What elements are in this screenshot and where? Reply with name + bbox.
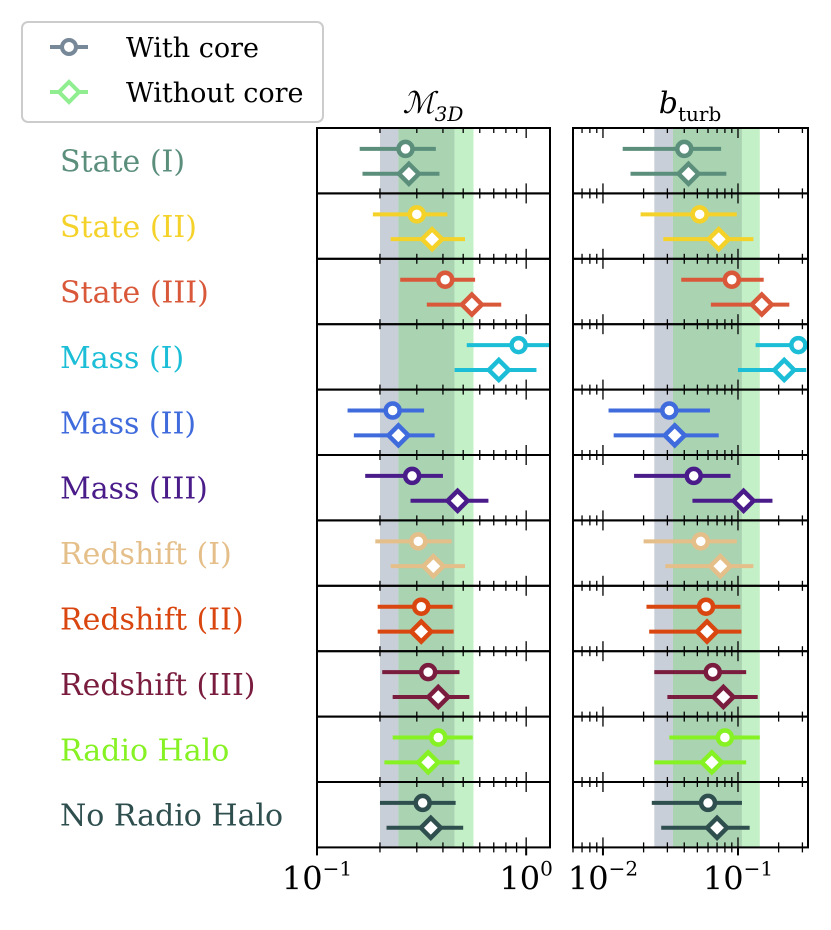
x-tick-label: 100 <box>499 856 552 897</box>
point-without-core <box>458 291 486 318</box>
legend-marker-diamond <box>56 79 82 105</box>
row-label: Mass (II) <box>60 406 196 441</box>
shaded-band <box>379 128 399 848</box>
point-without-core <box>444 487 471 514</box>
point-with-core <box>396 139 415 159</box>
x-tick-label-base: 10 <box>568 859 609 897</box>
point-without-core <box>710 683 737 711</box>
point-without-core <box>425 683 452 711</box>
point-without-core <box>748 291 775 318</box>
row-label: Mass (I) <box>60 341 184 376</box>
shaded-band <box>398 128 455 848</box>
panel-plot-area <box>347 128 550 848</box>
point-with-core <box>722 270 742 289</box>
point-with-core <box>409 532 428 551</box>
legend-marker-circle <box>60 38 78 56</box>
point-without-core <box>417 814 444 841</box>
point-with-core <box>789 335 808 355</box>
x-tick-label-exp: −1 <box>323 856 352 880</box>
panel-title-mach-base: ℳ <box>403 86 439 121</box>
point-without-core <box>705 225 732 253</box>
legend-entry-with-core: With core <box>50 33 259 64</box>
point-without-core <box>675 160 702 187</box>
legend-frame <box>21 21 324 123</box>
x-tick-label-base: 10 <box>282 859 323 897</box>
panel-title-mach: ℳ3D <box>403 86 464 126</box>
row-label: State (I) <box>60 145 185 180</box>
x-tick-label-base: 10 <box>703 859 744 897</box>
point-with-core <box>435 270 455 289</box>
legend-label-with-core: With core <box>126 33 259 64</box>
point-without-core <box>730 487 757 514</box>
x-tick-label-exp: 0 <box>540 856 553 880</box>
panel-plot-area <box>608 128 808 848</box>
row-label: State (III) <box>60 276 209 311</box>
point-with-core <box>407 205 427 224</box>
point-without-core <box>395 160 423 187</box>
row-frame <box>316 781 551 849</box>
point-without-core <box>661 422 688 449</box>
row-frame <box>572 781 809 849</box>
point-with-core <box>429 728 448 747</box>
x-tick-label: 10−2 <box>568 856 638 897</box>
shaded-band <box>672 128 742 848</box>
point-with-core <box>418 662 438 682</box>
panel-title-mach-sub: 3D <box>435 102 464 126</box>
point-without-core <box>771 356 798 384</box>
row-label: Mass (III) <box>60 472 208 507</box>
legend-entry-without-core: Without core <box>50 78 304 109</box>
point-with-core <box>696 597 716 616</box>
x-tick-label-exp: −1 <box>744 856 773 880</box>
point-with-core <box>698 793 718 813</box>
point-with-core <box>660 401 679 420</box>
panel-title-bturb: bturb <box>659 86 722 126</box>
row-label: Redshift (I) <box>60 537 232 572</box>
point-without-core <box>703 814 731 841</box>
point-without-core <box>408 618 435 645</box>
point-without-core <box>418 225 446 253</box>
x-tick-label: 10−1 <box>703 856 773 897</box>
row-labels: State (I) State (II) State (III) Mass (I) Ma… <box>60 145 283 834</box>
point-without-core <box>693 618 721 645</box>
panel-title-bturb-sub: turb <box>678 102 721 126</box>
point-without-core <box>698 749 725 776</box>
x-tick-label-base: 10 <box>499 859 540 897</box>
point-with-core <box>703 662 722 682</box>
point-without-core <box>385 422 412 449</box>
point-without-core <box>420 552 447 580</box>
point-with-core <box>383 401 402 420</box>
legend-label-without-core: Without core <box>126 78 304 109</box>
legend: With core Without core <box>21 21 324 123</box>
x-tick-label-exp: −2 <box>609 856 638 880</box>
shaded-band <box>654 128 673 848</box>
row-label: Redshift (II) <box>60 603 244 638</box>
point-without-core <box>414 749 442 776</box>
row-label: Radio Halo <box>60 733 229 768</box>
point-with-core <box>402 466 422 486</box>
point-with-core <box>690 205 709 224</box>
row-label: State (II) <box>60 210 197 245</box>
point-with-core <box>684 466 703 486</box>
point-with-core <box>509 335 528 355</box>
point-with-core <box>413 793 432 813</box>
point-with-core <box>411 597 431 616</box>
row-label: Redshift (III) <box>60 668 256 703</box>
x-tick-label: 10−1 <box>282 856 352 897</box>
row-label: No Radio Halo <box>60 799 283 834</box>
point-with-core <box>675 139 694 159</box>
point-with-core <box>691 532 711 551</box>
point-without-core <box>485 356 512 384</box>
panel-title-bturb-base: b <box>659 86 678 121</box>
point-without-core <box>707 552 734 580</box>
point-with-core <box>715 728 735 747</box>
